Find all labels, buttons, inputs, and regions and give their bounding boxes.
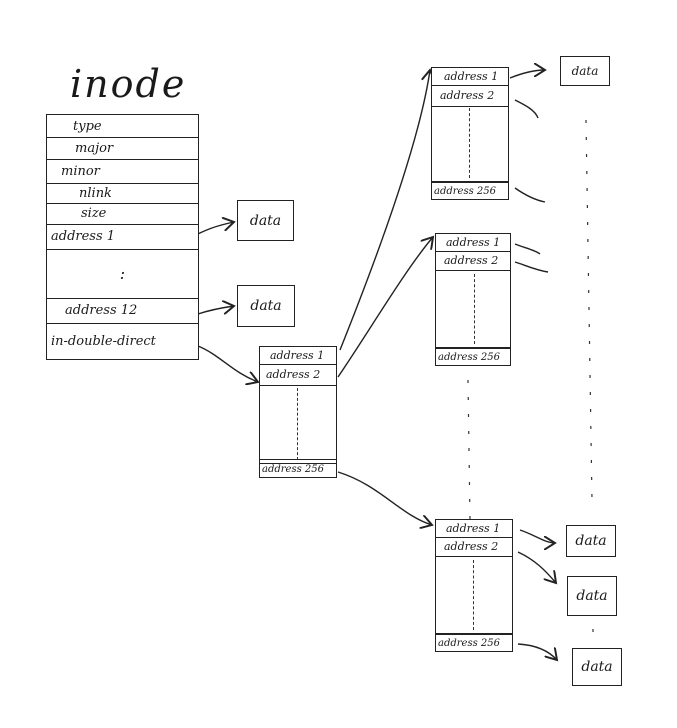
inode-field-type: type (47, 115, 198, 138)
arrow-l1-addr2-to-block2 (337, 237, 433, 378)
inode-field-nlink: nlink (47, 183, 198, 204)
data-box-b3-256: data (572, 648, 622, 686)
inode-field-ellipsis: : (47, 249, 198, 299)
ellipsis-line (473, 560, 475, 630)
inode-title: inode (70, 62, 187, 106)
ellipsis-line (469, 108, 471, 178)
block-entry-gap (436, 270, 510, 349)
block-entry-address2: address 2 (436, 537, 512, 557)
second-level-block-3: address 1 address 2 address 256 (435, 519, 513, 652)
block-entry-gap (436, 556, 512, 635)
inode-field-minor: minor (47, 159, 198, 184)
ellipsis-line (297, 388, 299, 460)
arrow-b3-addr1-to-data (519, 529, 555, 543)
block-entry-gap (432, 106, 508, 183)
arrow-double-indirect-to-block (197, 345, 258, 382)
block-entry-address1: address 1 (432, 68, 508, 86)
first-level-block: address 1 address 2 address 256 (259, 346, 337, 478)
inode-field-major: major (47, 137, 198, 160)
data-box-b3-2: data (567, 576, 617, 616)
block-entry-address1: address 1 (436, 234, 510, 252)
inode-field-address1: address 1 (47, 224, 198, 250)
arrow-l1-addr256-to-block3 (337, 471, 432, 525)
inode-table: type major minor nlink size address 1 : … (46, 114, 199, 360)
inode-field-double-indirect: in-double-direct (51, 333, 156, 349)
arrow-b1-addr1 (509, 70, 545, 79)
data-box-direct-1: data (237, 200, 294, 241)
block-entry-address1: address 1 (436, 520, 512, 538)
data-box-top: data (560, 56, 610, 86)
ellipsis-line (474, 274, 476, 344)
block-entry-address2: address 2 (432, 85, 508, 107)
inode-field-address12: address 12 (47, 298, 198, 324)
second-level-block-1: address 1 address 2 address 256 (431, 67, 509, 200)
block-entry-address256: address 256 (436, 633, 512, 652)
block-entry-address2: address 2 (436, 251, 510, 271)
block-entry-address256: address 256 (260, 459, 336, 478)
block-entry-gap (260, 385, 336, 464)
inode-field-size: size (47, 203, 198, 225)
block-entry-address1: address 1 (260, 347, 336, 365)
arrow-b3-addr2-to-data (517, 551, 556, 583)
block-entry-address256: address 256 (436, 347, 510, 366)
data-box-b3-1: data (566, 525, 616, 557)
second-level-block-2: address 1 address 2 address 256 (435, 233, 511, 366)
arrow-b3-addr256-to-data (517, 643, 557, 660)
data-box-direct-12: data (237, 285, 295, 327)
block-entry-address2: address 2 (260, 364, 336, 386)
block-entry-address256: address 256 (432, 181, 508, 200)
arrow-address12-to-data (197, 306, 234, 315)
arrow-l1-addr1-to-block1 (339, 70, 430, 351)
